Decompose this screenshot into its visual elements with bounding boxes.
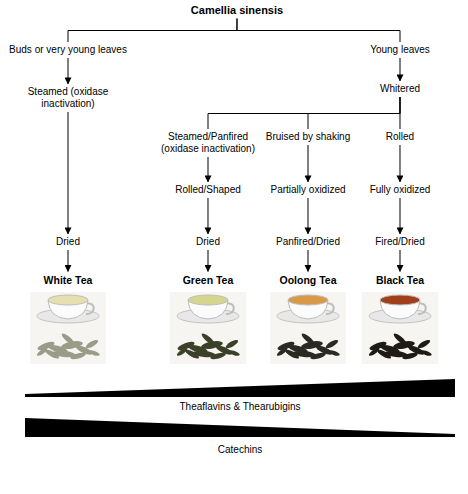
tea-name: Black Tea [374,273,426,288]
node-text: White Tea [44,274,93,287]
node-text: Dried [196,236,220,248]
step-text: Fully oxidized [368,183,433,197]
flow-arrow [400,198,401,234]
node-text: Dried [56,236,80,248]
tea-name: White Tea [42,273,95,288]
flow-arrow [207,198,208,234]
step-text: Young leaves [368,43,432,57]
step-text: Bruised by shaking [264,130,353,144]
node-text: Panfired/Dried [276,236,340,248]
node-text: Young leaves [370,44,430,56]
flow-arrow [399,145,400,182]
node-text: Whitered [380,83,420,95]
node-text: Black Tea [376,274,424,287]
black-tea-photo [362,292,438,364]
node-text: Camellia sinensis [191,4,283,17]
step-text: Whitered [378,82,422,96]
root-label: Camellia sinensis [189,3,285,18]
node-text: Green Tea [183,274,234,287]
step-text: Panfired/Dried [274,235,342,249]
gradient-label: Theaflavins & Thearubigins [178,401,303,413]
flow-arrow [68,250,69,272]
green-tea-photo [170,292,246,364]
step-text: Fired/Dried [373,235,426,249]
step-text: Partially oxidized [268,183,347,197]
branch-line [208,97,400,129]
flow-arrow [208,157,209,182]
flow-arrow [208,250,209,272]
tea-name: Green Tea [181,273,236,288]
node-text: Steamed (oxidase inactivation) [18,86,118,110]
increasing-wedge [25,379,455,397]
step-text: Rolled [384,130,416,144]
decreasing-wedge [25,418,455,437]
step-text: Rolled/Shaped [173,183,243,197]
flow-arrow [68,58,69,84]
branch-line [237,19,400,43]
white-tea-photo [30,292,106,364]
step-text: Dried [54,235,82,249]
node-text: Steamed/Panfired (oxidase inactivation) [158,131,258,155]
step-text: Steamed (oxidase inactivation) [16,85,120,111]
node-text: Rolled [386,131,414,143]
gradient-label: Catechins [216,444,264,456]
flow-arrow [400,58,401,81]
flow-arrow [308,145,309,182]
node-text: Partially oxidized [270,184,345,196]
flow-arrow [400,250,401,272]
flow-arrow [307,198,308,234]
branch-line [68,19,237,43]
node-text: Bruised by shaking [266,131,351,143]
node-text: Rolled/Shaped [175,184,241,196]
node-text: Fired/Dried [375,236,424,248]
node-text: Oolong Tea [280,274,337,287]
step-text: Steamed/Panfired (oxidase inactivation) [156,130,260,156]
step-text: Dried [194,235,222,249]
branch-line [308,97,400,129]
tea-name: Oolong Tea [278,273,339,288]
flow-arrow [307,250,308,272]
oolong-tea-photo [270,292,346,364]
step-text: Buds or very young leaves [7,43,129,57]
node-text: Buds or very young leaves [9,44,127,56]
branch-line [399,97,400,129]
flow-arrow [68,112,69,234]
node-text: Fully oxidized [370,184,431,196]
